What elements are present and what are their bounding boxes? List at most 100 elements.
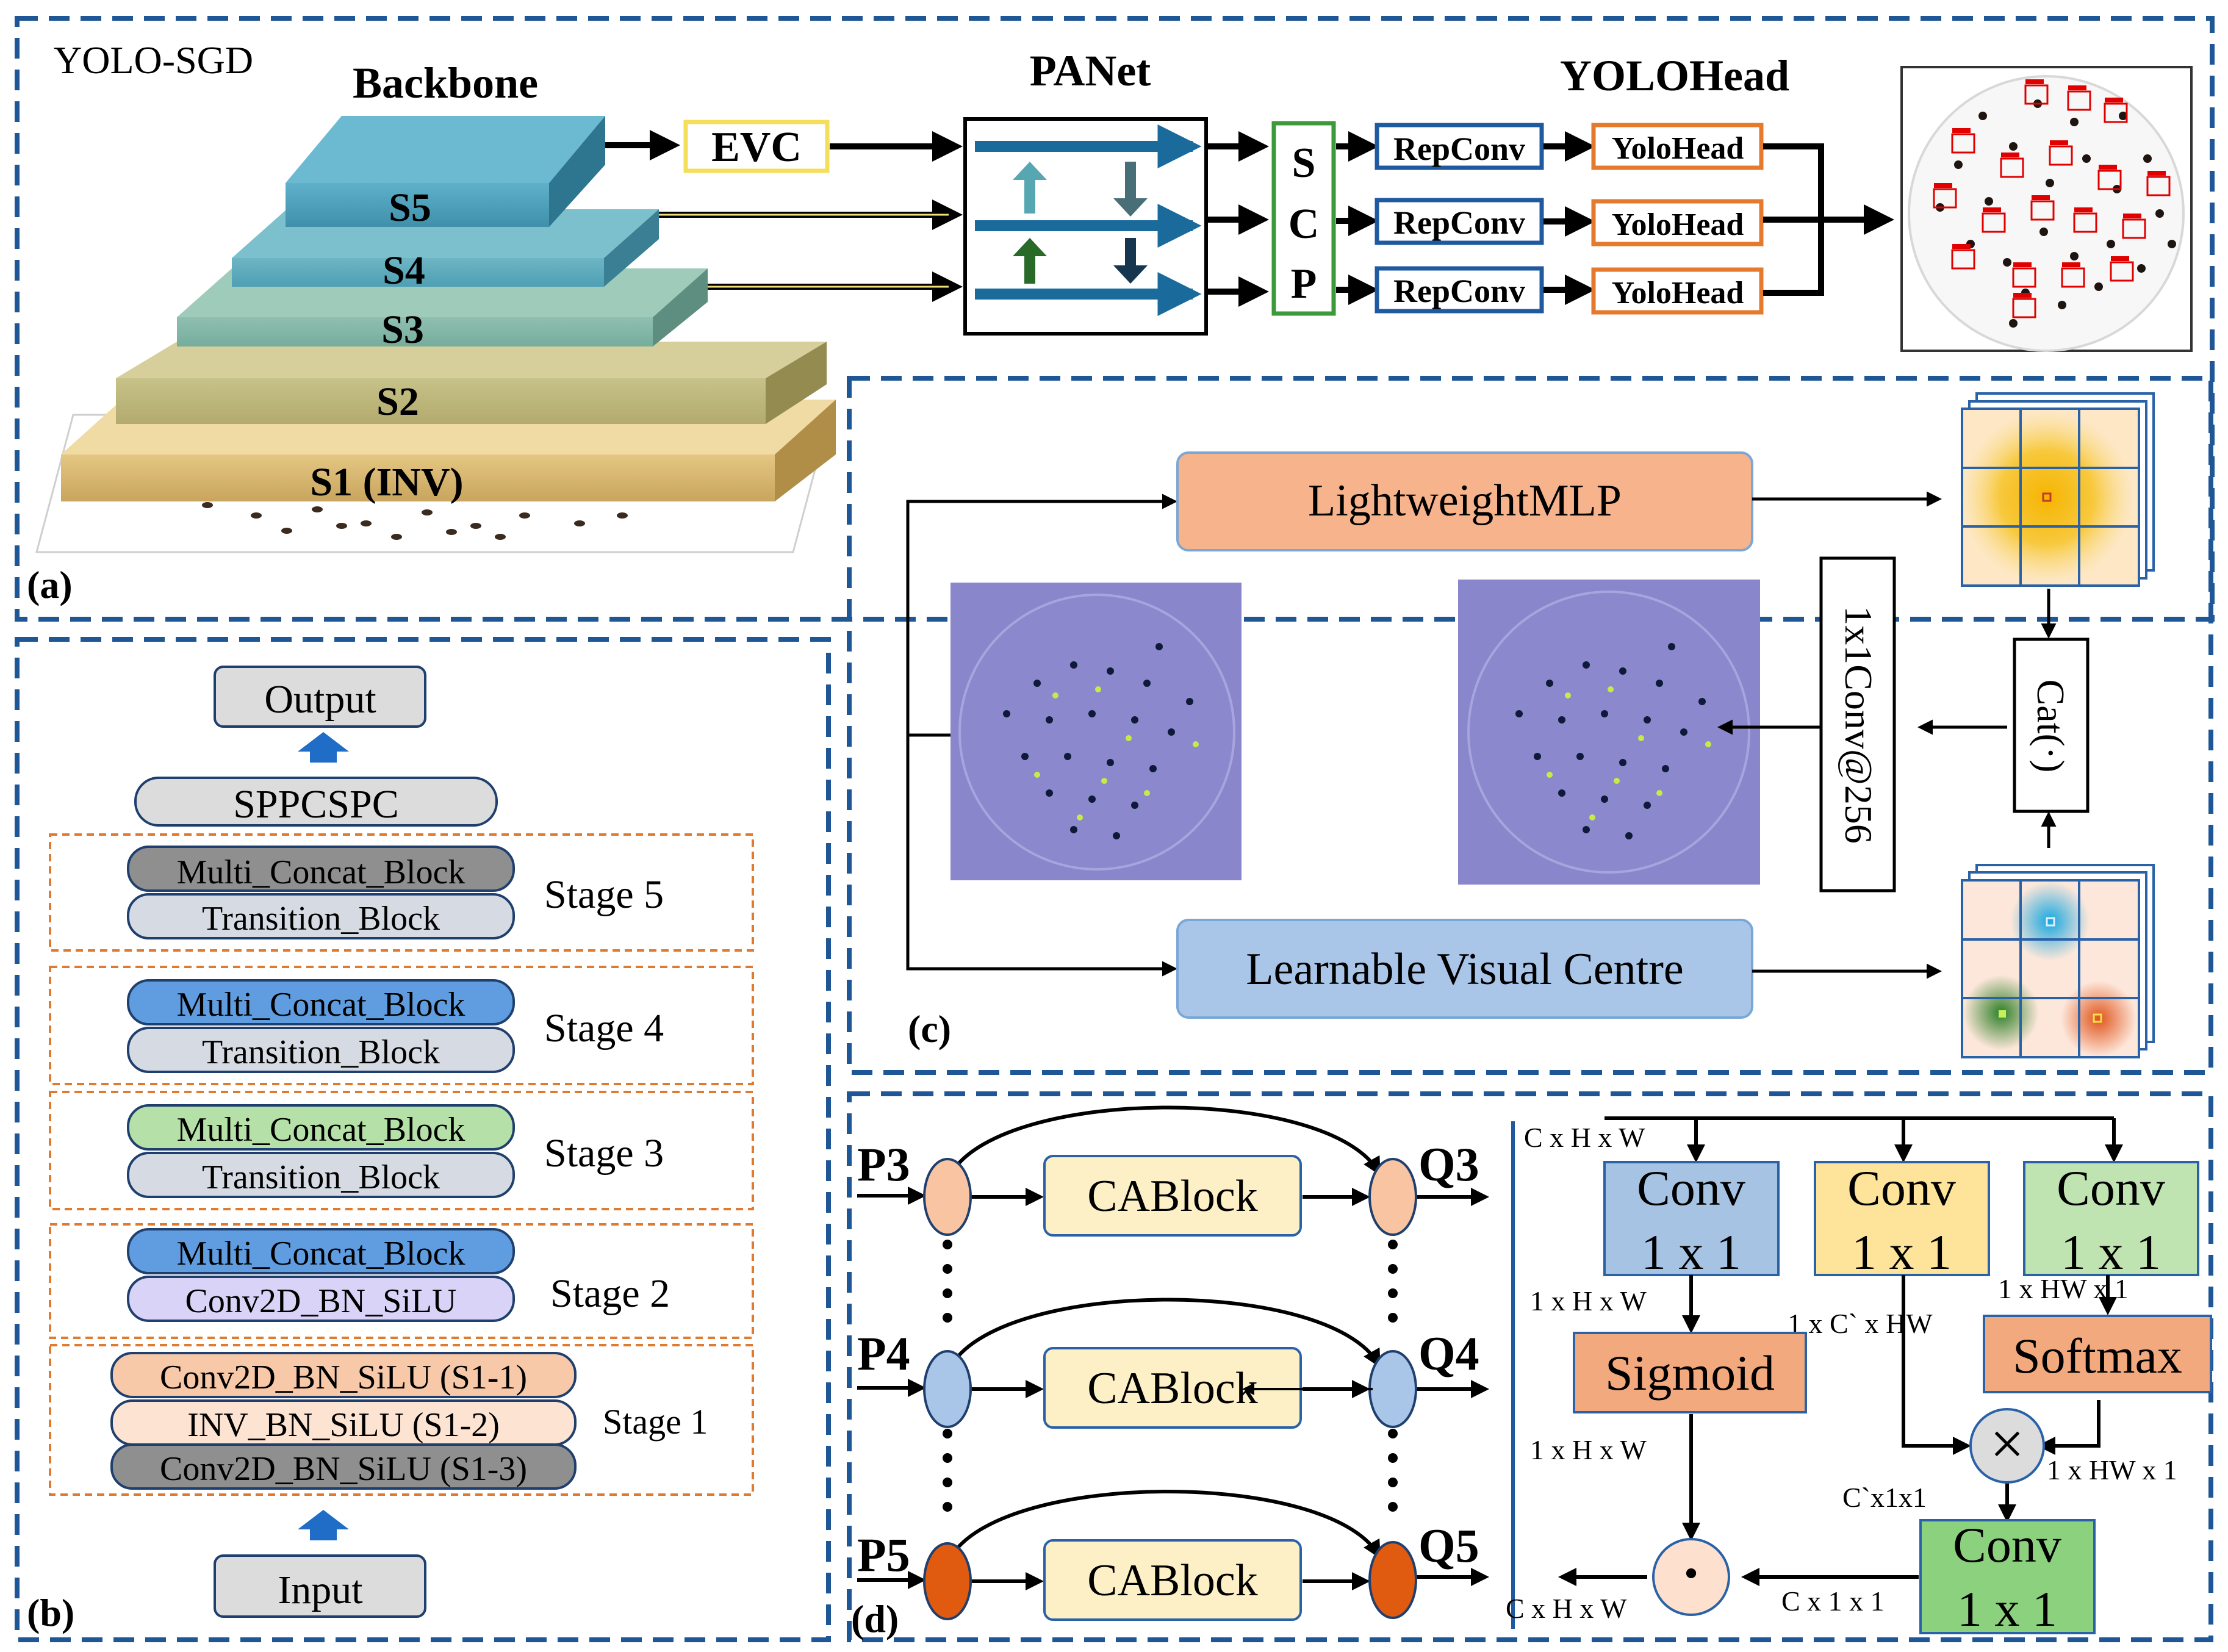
conv-box-1 <box>1603 1161 1780 1276</box>
input-feature-map <box>950 583 1242 880</box>
scp-p: P <box>1291 260 1317 307</box>
dim-middle: 1 x C` x HW <box>1788 1308 1933 1339</box>
conv-1x1-label: 1x1Conv@256 <box>1837 606 1880 844</box>
p4-node <box>923 1350 972 1428</box>
panel-c: (c) <box>906 392 2155 1058</box>
panel-b-label: (b) <box>27 1591 74 1634</box>
conv-box-3 <box>2023 1161 2199 1276</box>
stage5-block-1-label: Multi_Concat_Block <box>177 853 465 891</box>
output-feature-map <box>1458 580 1760 885</box>
scp-s: S <box>1292 140 1316 187</box>
p5-node <box>923 1542 972 1620</box>
dotted-connectors <box>943 1240 1398 1512</box>
dot-product-node <box>1652 1538 1730 1616</box>
stage3-block-1 <box>127 1104 515 1151</box>
repconv-label-3: RepConv <box>1393 273 1525 309</box>
q5-label: Q5 <box>1418 1519 1479 1572</box>
conv-box-1-line2: 1 x 1 <box>1641 1224 1741 1280</box>
sppcspc-box <box>134 777 498 827</box>
layer-s3-label: S3 <box>381 307 424 352</box>
stage2-block-2 <box>127 1276 515 1322</box>
layer-s2-label: S2 <box>376 379 419 424</box>
lvc-feature-grid <box>1961 864 2155 1058</box>
repconv-boxes <box>1375 123 1544 314</box>
multiply-node <box>1969 1408 2045 1484</box>
mlp-label: LightweightMLP <box>1308 476 1622 526</box>
q5-node <box>1368 1541 1417 1619</box>
conv-box-1-line1: Conv <box>1637 1160 1745 1216</box>
dim-after-mult: 1 x HW x 1 <box>2047 1454 2177 1485</box>
cablock-box-1 <box>1043 1155 1302 1237</box>
q3-label: Q3 <box>1418 1138 1479 1191</box>
stage3-block-2-label: Transition_Block <box>202 1158 440 1196</box>
stage5-label: Stage 5 <box>544 872 664 917</box>
output-box <box>214 666 426 728</box>
evc-label: EVC <box>711 124 802 171</box>
panel-b-border <box>15 637 831 1642</box>
yolohead-label-3: YoloHead <box>1612 276 1744 311</box>
conv-box-2-line2: 1 x 1 <box>1852 1224 1952 1280</box>
stage3-frame <box>49 1091 754 1210</box>
input-box <box>214 1554 426 1618</box>
repconv-box-2 <box>1375 198 1544 245</box>
panel-c-label: (c) <box>908 1007 951 1050</box>
stage1-block-3 <box>110 1443 577 1490</box>
conv-out-line2: 1 x 1 <box>1957 1581 2057 1637</box>
p3-label: P3 <box>857 1138 910 1191</box>
cat-label: Cat(·) <box>2029 680 2072 773</box>
stage1-frame <box>49 1344 754 1496</box>
panet-flows <box>975 124 1202 316</box>
panel-a-border <box>15 16 2215 622</box>
layer-s1-label: S1 (INV) <box>310 460 463 505</box>
dim-after-sigmoid: 1 x H x W <box>1530 1434 1647 1465</box>
stage1-block-3-label: Conv2D_BN_SiLU (S1-3) <box>160 1450 527 1488</box>
repconv-label-2: RepConv <box>1393 204 1525 241</box>
stage4-block-2-label: Transition_Block <box>202 1033 440 1071</box>
output-label: Output <box>264 677 376 722</box>
cablock-label-1: CABlock <box>1087 1171 1258 1221</box>
conv-box-2-line1: Conv <box>1847 1160 1956 1216</box>
conv-box-3-line1: Conv <box>2057 1160 2165 1216</box>
p5-label: P5 <box>857 1528 910 1581</box>
panel-c-border <box>847 376 2213 1075</box>
scp-c: C <box>1288 201 1320 248</box>
cat-box <box>2013 637 2090 813</box>
yolohead-label-2: YoloHead <box>1612 207 1744 242</box>
layer-s5-label: S5 <box>389 185 431 230</box>
layer-s4-label: S4 <box>383 248 425 293</box>
scp-box <box>1271 121 1336 316</box>
cablock-label-3: CABlock <box>1087 1556 1258 1606</box>
q4-label: Q4 <box>1418 1327 1479 1380</box>
dim-top: C x H x W <box>1524 1122 1645 1153</box>
model-title: YOLO-SGD <box>54 38 253 82</box>
yolohead-title: YOLOHead <box>1560 51 1789 100</box>
cablock-box-3 <box>1043 1539 1302 1621</box>
stage3-label: Stage 3 <box>544 1131 664 1176</box>
up-arrow-input <box>298 1510 349 1540</box>
panet-title: PANet <box>1030 46 1151 95</box>
sppcspc-label: SPPCSPC <box>233 782 399 827</box>
dim-c1: C`x1x1 <box>1842 1482 1927 1513</box>
multiply-symbol: × <box>1990 1410 2024 1478</box>
stage3-block-1-label: Multi_Concat_Block <box>177 1111 465 1149</box>
stage2-block-2-label: Conv2D_BN_SiLU <box>185 1282 457 1320</box>
stage1-block-1 <box>110 1352 577 1398</box>
conv-out-line1: Conv <box>1953 1517 2061 1573</box>
repconv-label-1: RepConv <box>1393 131 1525 167</box>
lvc-label: Learnable Visual Centre <box>1246 944 1683 994</box>
mlp-box <box>1176 451 1753 551</box>
p4-label: P4 <box>857 1327 910 1380</box>
dim-after-conv3: 1 x HW x 1 <box>1998 1273 2129 1304</box>
dot-symbol: · <box>1681 1539 1701 1607</box>
panel-d: (d) P3 P4 P5 Q3 Q4 Q5 <box>851 1105 2212 1640</box>
detection-result-image <box>1900 66 2193 352</box>
yolohead-box-1 <box>1591 123 1764 170</box>
conv-box-3-line2: 1 x 1 <box>2061 1224 2161 1280</box>
stage1-block-1-label: Conv2D_BN_SiLU (S1-1) <box>160 1359 527 1396</box>
p3-node <box>923 1158 972 1236</box>
input-label: Input <box>278 1568 362 1612</box>
lvc-box <box>1176 919 1753 1019</box>
sigmoid-box <box>1573 1332 1807 1413</box>
yolohead-box-2 <box>1591 199 1764 246</box>
stage5-block-2-label: Transition_Block <box>202 900 440 938</box>
